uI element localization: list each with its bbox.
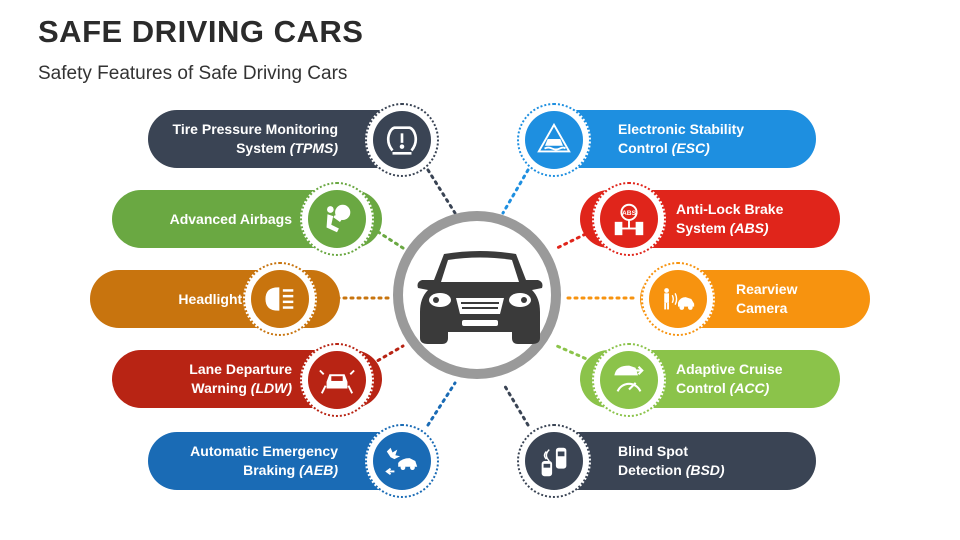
headlight-icon <box>261 280 299 318</box>
stability-control-icon <box>535 121 573 159</box>
feature-label: Automatic Emergency <box>190 442 338 461</box>
feature-label: Detection <box>618 462 686 478</box>
feature-label: Rearview <box>736 280 797 299</box>
car-front-icon <box>414 246 546 346</box>
feature-label: Camera <box>736 300 787 316</box>
feature-abbr: (LDW) <box>251 380 292 396</box>
emergency-braking-icon <box>383 442 421 480</box>
cruise-control-icon <box>610 361 648 399</box>
feature-abbr: (ABS) <box>730 220 769 236</box>
connector-tpms <box>428 170 455 213</box>
feature-label: Advanced Airbags <box>170 210 292 229</box>
rearview-camera-icon <box>659 280 697 318</box>
feature-label: Control <box>676 380 730 396</box>
badge-airbags <box>300 182 374 256</box>
feature-label: Electronic Stability <box>618 120 744 139</box>
feature-label: Blind Spot <box>618 442 725 461</box>
feature-label: Braking <box>243 462 299 478</box>
feature-label: Warning <box>191 380 250 396</box>
feature-abbr: (AEB) <box>299 462 338 478</box>
feature-label: System <box>676 220 730 236</box>
badge-tpms <box>365 103 439 177</box>
feature-abbr: (TPMS) <box>290 140 338 156</box>
connector-bsd <box>503 383 528 425</box>
feature-label: Anti-Lock Brake <box>676 200 783 219</box>
badge-abs: ABS <box>592 182 666 256</box>
feature-label: Lane Departure <box>189 360 292 379</box>
feature-label: Headlights <box>178 290 250 309</box>
blind-spot-icon <box>535 442 573 480</box>
feature-label: System <box>236 140 290 156</box>
badge-aeb <box>365 424 439 498</box>
connector-esc <box>503 170 528 213</box>
badge-esc <box>517 103 591 177</box>
badge-bsd <box>517 424 591 498</box>
airbag-icon <box>318 200 356 238</box>
connector-aeb <box>428 383 455 425</box>
feature-label: Tire Pressure Monitoring <box>173 120 338 139</box>
tire-pressure-icon <box>383 121 421 159</box>
feature-abbr: (ESC) <box>672 140 710 156</box>
badge-rearview <box>641 262 715 336</box>
abs-icon: ABS <box>610 200 648 238</box>
badge-headlights <box>243 262 317 336</box>
feature-label: Adaptive Cruise <box>676 360 783 379</box>
feature-abbr: (ACC) <box>730 380 770 396</box>
lane-departure-icon <box>318 361 356 399</box>
svg-text:ABS: ABS <box>622 210 637 217</box>
badge-ldw <box>300 343 374 417</box>
badge-acc <box>592 343 666 417</box>
feature-abbr: (BSD) <box>686 462 725 478</box>
feature-label: Control <box>618 140 672 156</box>
